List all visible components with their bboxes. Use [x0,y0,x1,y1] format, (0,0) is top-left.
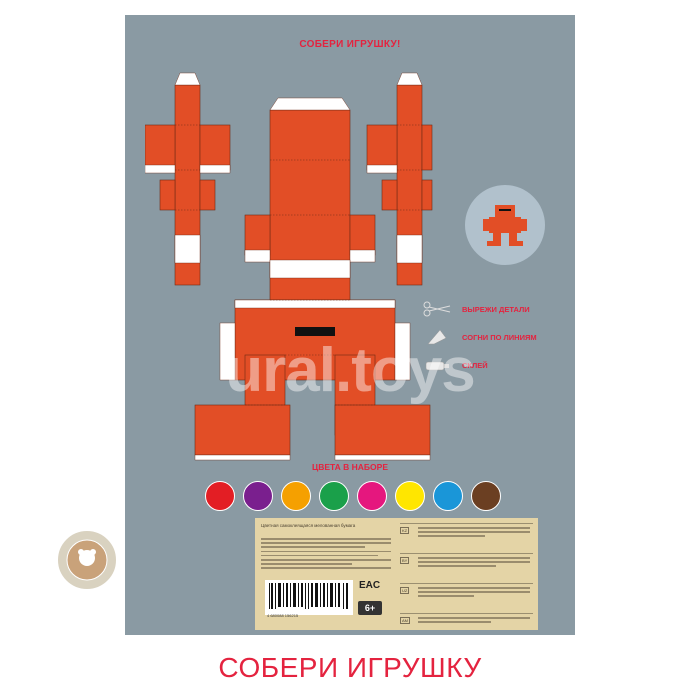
color-swatch-purple [243,481,273,511]
robot-badge [465,185,545,265]
glue-icon [425,361,449,371]
step-cut-label: ВЫРЕЖИ ДЕТАЛИ [462,305,530,314]
product-cover: СОБЕРИ ИГРУШКУ! [125,15,575,635]
fold-icon [427,329,447,345]
color-swatch-red [205,481,235,511]
color-swatch-orange [281,481,311,511]
age-rating-badge: 6+ [358,601,382,615]
robot-cutout-template [145,72,433,461]
color-swatch-yellow [395,481,425,511]
color-swatches [205,481,515,513]
instruction-steps: ВЫРЕЖИ ДЕТАЛИ СОГНИ ПО ЛИНИЯМ СКЛЕЙ [420,300,570,390]
color-swatch-blue [433,481,463,511]
step-glue-label: СКЛЕЙ [462,361,488,370]
color-swatch-pink [357,481,387,511]
watermark: ural.toys [225,336,475,405]
color-swatch-green [319,481,349,511]
info-heading: Цветная самоклеящаяся мелованная бумага [261,523,356,528]
robot-pictogram-icon [483,205,527,246]
caption: СОБЕРИ ИГРУШКУ [218,652,482,683]
colors-title: ЦВЕТА В НАБОРЕ [311,462,388,472]
eac-certification-mark: EAC [359,580,381,591]
color-swatch-brown [471,481,501,511]
info-multilingual-blocks: KZ BY UZ AM [400,523,533,643]
scissors-icon [423,301,451,317]
product-info-panel: Цветная самоклеящаяся мелованная бумага … [255,518,538,630]
award-seal-icon [56,529,118,591]
barcode-digits: 4 680088 156215 [267,613,299,618]
cover-title: СОБЕРИ ИГРУШКУ! [299,39,401,50]
info-text-lines [261,538,391,572]
barcode-icon [265,580,353,615]
step-fold-label: СОГНИ ПО ЛИНИЯМ [462,333,537,342]
